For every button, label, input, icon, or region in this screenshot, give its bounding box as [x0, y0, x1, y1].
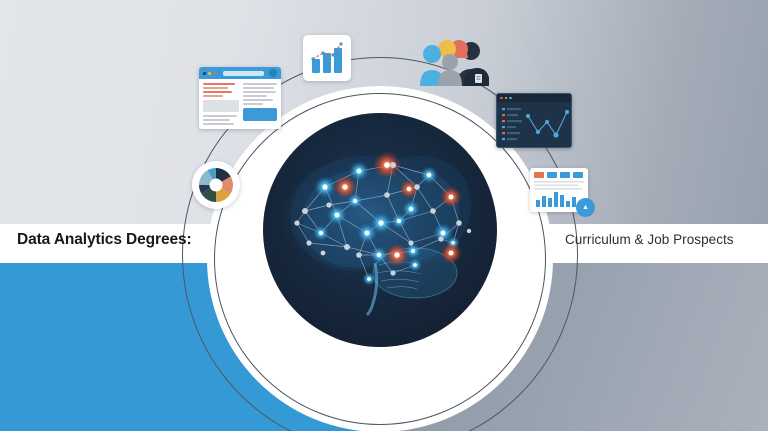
window-dot-icon: [509, 96, 512, 100]
browser-url-bar[interactable]: [223, 70, 264, 76]
window-dot-icon: [203, 71, 206, 75]
donut-pie-svg: [199, 168, 233, 202]
window-dot-icon: [500, 96, 503, 100]
window-dot-icon: [213, 71, 216, 75]
team-people-svg: [420, 40, 490, 86]
outer-connector-ring: [182, 57, 578, 431]
report-chart-svg: [534, 172, 584, 207]
bar-chart-svg: [311, 42, 343, 73]
brain-network-svg: [283, 151, 472, 317]
dashboard-line-chart-svg: [502, 108, 570, 141]
page-title-left: Data Analytics Degrees:: [17, 231, 192, 248]
node-glow-red: [333, 151, 462, 267]
dashboard-titlebar: [497, 94, 571, 102]
browser-titlebar: [199, 67, 281, 79]
thin-outline-ring: [214, 93, 546, 425]
report-chart-icon[interactable]: ▲: [530, 168, 595, 217]
browser-content: [199, 79, 281, 129]
bar-chart-icon[interactable]: [303, 35, 351, 81]
browser-mockup-icon[interactable]: [199, 67, 281, 129]
node-plain: [294, 162, 472, 276]
report-badge: ▲: [576, 198, 595, 217]
page-title-right: Curriculum & Job Prospects: [565, 232, 734, 247]
analytics-dashboard-icon[interactable]: [496, 93, 572, 148]
donut-pie-chart-icon[interactable]: [192, 161, 240, 209]
avatar: [269, 69, 277, 77]
window-dot-icon: [208, 71, 211, 75]
team-people-icon[interactable]: [419, 34, 490, 89]
brain-disc: [263, 113, 497, 347]
window-dot-icon: [504, 96, 507, 100]
